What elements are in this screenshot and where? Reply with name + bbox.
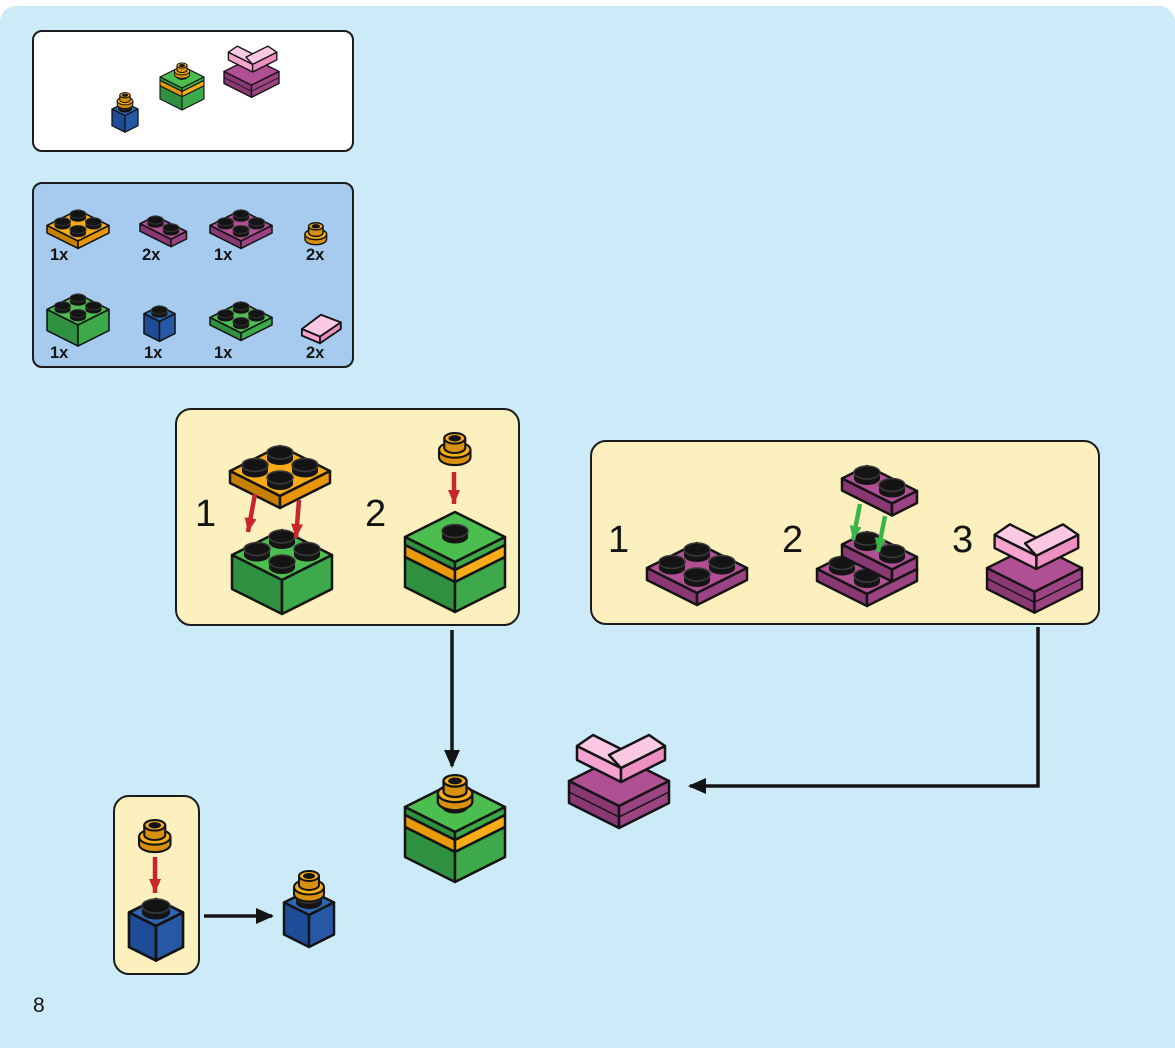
page-number: 8: [33, 994, 45, 1017]
blue-gift-steps-callout: [113, 795, 200, 975]
part-magenta-1x2-plate-icon: [140, 216, 187, 247]
red-down-arrow: [291, 499, 304, 539]
part-orange-2x2-plate-icon: [47, 210, 109, 248]
blue-brick-step-icon: [129, 899, 183, 961]
blue-gift-assembly: [282, 868, 336, 956]
part-magenta-2x2-plate-icon: [210, 210, 272, 248]
part-qty-label: 2x: [306, 344, 325, 362]
black-elbow-arrow: [688, 627, 1040, 794]
parts-list-box: 1x 2x 1x 2x 1x 1x 1x 2x: [32, 182, 354, 368]
part-gold-round-plate-icon: [304, 222, 328, 246]
green-gift-box-icon: [405, 775, 505, 882]
part-qty-label: 1x: [214, 246, 233, 264]
bow-steps-callout: 1 2 3: [590, 440, 1100, 625]
red-down-arrow: [244, 493, 258, 533]
step-number: 2: [365, 493, 386, 535]
gift-box-partial-icon: [405, 512, 505, 612]
part-qty-label: 1x: [214, 344, 233, 362]
part-qty-label: 2x: [306, 246, 325, 264]
blue-gift-icon: [284, 871, 334, 947]
green-down-arrow: [874, 515, 888, 553]
part-green-2x2-plate-icon: [210, 302, 272, 340]
part-qty-label: 1x: [144, 344, 163, 362]
gift-box-steps-graphic: 1 2: [195, 431, 518, 624]
parts-graphic: 1x 2x 1x 2x 1x 1x 1x 2x: [34, 184, 342, 362]
magenta-small-plate-step-icon: [842, 466, 917, 516]
gift-box-assembly: [403, 773, 507, 885]
green-down-arrow: [849, 503, 863, 541]
part-qty-label: 1x: [50, 246, 69, 264]
step-number: 2: [782, 519, 803, 561]
preview-graphic: [34, 45, 280, 150]
part-qty-label: 1x: [50, 344, 69, 362]
gift-box-steps-callout: 1 2: [175, 408, 520, 626]
pink-bow-preview-icon: [223, 45, 280, 98]
built-models-preview-box: [32, 30, 354, 152]
gold-stud-step-icon: [437, 431, 472, 467]
pink-bow-icon: [567, 733, 671, 830]
green-brick-step-icon: [232, 530, 332, 614]
orange-plate-step-icon: [230, 446, 330, 508]
part-green-2x2-brick-icon: [47, 294, 109, 346]
gold-stud-step-icon: [137, 818, 172, 854]
bow-steps-graphic: 1 2 3: [608, 442, 1084, 614]
part-qty-label: 2x: [142, 246, 161, 264]
part-blue-1x1-brick-icon: [144, 306, 175, 341]
bow-step-icon: [985, 523, 1084, 614]
blue-gift-preview-icon: [112, 93, 138, 133]
bow-assembly: [567, 733, 671, 830]
blue-gift-steps-graphic: [115, 818, 198, 973]
step-number: 3: [952, 519, 973, 561]
green-gift-box-preview-icon: [160, 63, 204, 110]
step-number: 1: [608, 519, 629, 561]
part-pink-wedge-icon: [300, 313, 342, 345]
magenta-plate-step-icon: [647, 543, 747, 605]
instruction-page: 1x 2x 1x 2x 1x 1x 1x 2x 1 2: [0, 6, 1175, 1048]
step-number: 1: [195, 493, 216, 535]
